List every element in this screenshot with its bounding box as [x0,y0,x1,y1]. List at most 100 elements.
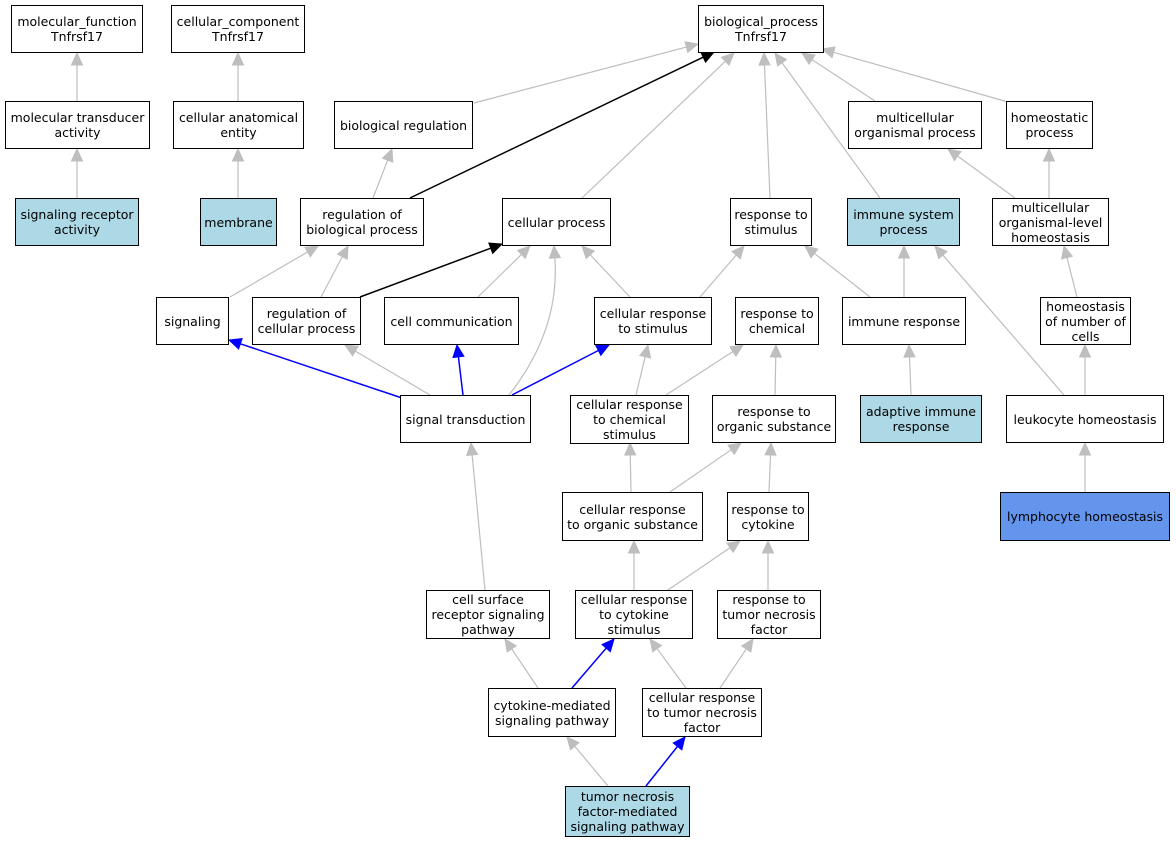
edge [1061,244,1078,298]
edge-arrowhead [516,245,531,260]
node-response-to-chemical: response to chemical [735,297,819,345]
edge-line [457,356,464,396]
edge-line [574,745,609,787]
node-adaptive-immune-response: adaptive immune response [860,395,982,443]
edge-line [477,253,522,298]
edge [504,638,539,689]
edge [623,441,637,493]
edge-line [667,547,731,591]
edge-line [1066,257,1078,298]
node-cellular-response-to-tumor-necrosis-factor: cellular response to tumor necrosis fact… [642,688,762,737]
edge-arrowhead [1078,441,1092,456]
edge [473,41,700,104]
edge-arrowhead [465,441,479,457]
edge-arrowhead [804,245,819,259]
edge [227,338,403,399]
edge-line [508,257,556,396]
edge [566,736,609,787]
edge [511,344,611,396]
edge-arrowhead [800,52,816,66]
edge [774,52,881,199]
edge [1042,147,1056,198]
node-cellular-response-to-chemical-stimulus: cellular response to chemical stimulus [570,395,689,444]
node-tnf-mediated-signaling-pathway: tumor necrosis factor-mediated signaling… [565,786,690,837]
edge [820,46,1009,103]
edge-line [229,251,308,298]
edge [452,343,465,396]
edge-line [908,356,912,396]
node-immune-system-process: immune system process [847,198,960,246]
node-cellular-anatomical-entity: cellular anatomical entity [173,101,304,149]
edge [669,442,742,493]
node-molecular-transducer: molecular transducer activity [5,101,150,149]
edge [571,638,615,689]
node-cell-surface-receptor-signaling-pathway: cell surface receptor signaling pathway [426,590,550,639]
edge-line [811,59,876,102]
node-bp-root: biological_process Tnfrsf17 [698,5,824,53]
edge-arrowhead [761,539,775,554]
edge-arrowhead [726,540,741,554]
edge [903,343,916,396]
edge [719,638,754,689]
edge [465,441,486,591]
edge-line [355,350,431,396]
edge-line [833,51,1009,103]
edge-arrowhead [566,736,580,751]
edge-line [473,46,687,104]
edge [635,343,652,396]
node-homeostatic-process: homeostatic process [1006,101,1093,149]
node-regulation-of-biological-process: regulation of biological process [300,198,424,246]
node-cc-root: cellular_component Tnfrsf17 [171,5,305,53]
edge-line [719,648,747,689]
edge-arrowhead [700,51,716,64]
edge-arrowhead [672,736,686,751]
edge-arrowhead [627,539,641,554]
edge-arrowhead [729,344,745,358]
edge-arrowhead [769,343,783,358]
node-signaling-receptor-activity: signaling receptor activity [15,198,139,246]
edge-line [763,64,771,199]
edge [320,244,349,298]
edge [372,147,394,199]
edge-arrowhead [1078,343,1092,358]
edge-line [589,254,631,298]
edge-line [774,356,777,396]
edge-line [942,254,1065,396]
edge [231,147,245,198]
edge-arrowhead [601,638,615,653]
edge-arrowhead [720,52,735,67]
node-cytokine-mediated-signaling-pathway: cytokine-mediated signaling pathway [488,688,616,737]
edge [699,245,745,298]
edge [231,51,245,101]
edge-arrowhead [70,147,84,162]
edge-line [581,60,726,199]
edge [649,638,687,689]
edge [359,242,504,298]
edge-line [656,648,687,689]
edge-line [372,159,389,199]
node-cellular-process: cellular process [502,198,611,246]
edge [1078,343,1092,395]
edge-arrowhead [638,343,652,359]
node-response-to-stimulus: response to stimulus [730,198,812,246]
node-biological-regulation: biological regulation [334,101,473,149]
edge [934,245,1065,396]
node-cellular-response-to-stimulus: cellular response to stimulus [594,297,712,345]
edge [947,148,1016,199]
edge-line [699,254,737,298]
edge [667,540,741,591]
node-cellular-response-to-organic-substance: cellular response to organic substance [562,492,703,541]
edge-arrowhead [1061,244,1074,260]
edge-arrowhead [336,244,349,260]
edge-arrowhead [820,46,836,59]
node-membrane: membrane [200,198,277,246]
edge-line [768,454,772,493]
edge-arrowhead [231,51,245,66]
edge-arrowhead [727,442,742,456]
edge [758,51,771,199]
edge-arrowhead [548,244,562,259]
edge [1078,441,1092,492]
edge [70,51,84,101]
node-response-to-cytokine: response to cytokine [727,492,809,541]
edge [761,539,775,590]
